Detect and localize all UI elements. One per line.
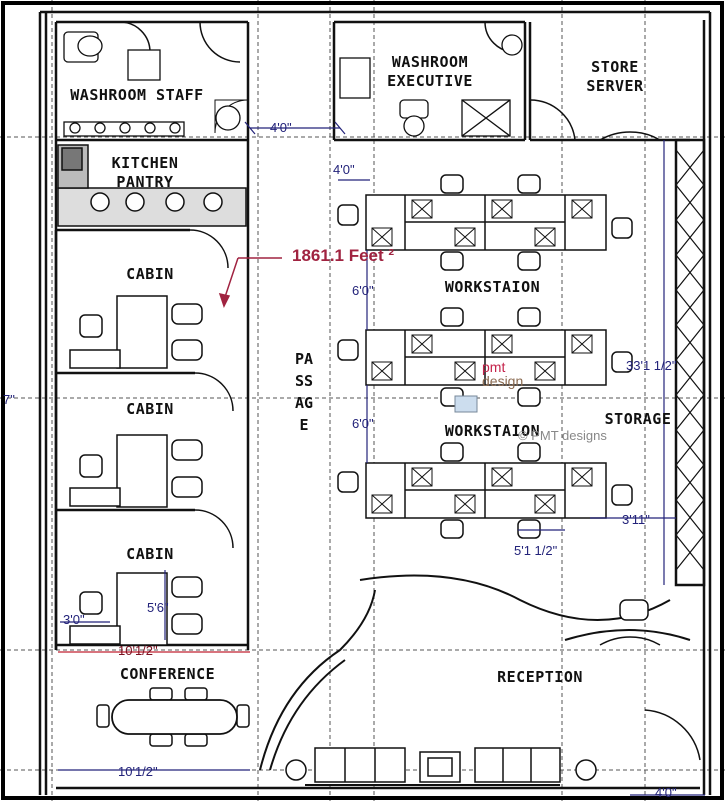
room-label-storage: STORAGE bbox=[604, 410, 672, 428]
dimension-lines bbox=[58, 121, 705, 796]
room-label-conference: CONFERENCE bbox=[119, 665, 216, 683]
kitchen-counter bbox=[57, 144, 247, 227]
copyright-notice: © PMT designs bbox=[518, 428, 607, 443]
dim-5-6: 5'6" bbox=[147, 600, 169, 615]
room-label-cabin-3: CABIN bbox=[126, 545, 174, 563]
cabin-desks bbox=[69, 295, 168, 646]
dim-6-0-a: 6'0" bbox=[352, 283, 374, 298]
storage-rack bbox=[675, 149, 705, 571]
dim-10-1-b: 10'1/2" bbox=[118, 764, 158, 779]
pmt-logo: pmt design bbox=[482, 360, 523, 388]
dim-10-1-a: 10'1/2" bbox=[118, 643, 158, 658]
workstation-desks bbox=[365, 194, 607, 519]
dim-4-0-mid: 4'0" bbox=[333, 162, 355, 177]
dim-6-0-b: 6'0" bbox=[352, 416, 374, 431]
room-label-washroom-staff: WASHROOM STAFF bbox=[70, 86, 204, 104]
area-label: 1861.1 Feet ² bbox=[292, 246, 395, 265]
dim-left-edge: 7" bbox=[3, 392, 15, 407]
reception-furniture bbox=[285, 747, 597, 783]
conference-table bbox=[111, 699, 238, 735]
room-label-store-server: STORE SERVER bbox=[586, 58, 644, 95]
room-label-kitchen-pantry: KITCHEN PANTRY bbox=[111, 154, 179, 191]
dim-33-1: 33'1 1/2" bbox=[626, 358, 677, 373]
area-pointer bbox=[218, 257, 282, 308]
room-label-cabin-1: CABIN bbox=[126, 265, 174, 283]
washroom-fixtures bbox=[63, 31, 523, 137]
room-label-washroom-executive: WASHROOM EXECUTIVE bbox=[387, 53, 473, 90]
dim-4-0-bottom: 4'0" bbox=[655, 785, 677, 800]
room-label-workstation-1: WORKSTAION bbox=[444, 278, 541, 296]
passage-marker bbox=[454, 395, 478, 413]
dim-3-0: 3'0" bbox=[63, 612, 85, 627]
logo-line-2: design bbox=[482, 373, 524, 389]
room-label-cabin-2: CABIN bbox=[126, 400, 174, 418]
room-label-workstation-2: WORKSTAION bbox=[444, 422, 541, 440]
logo-line-1: pmt bbox=[482, 359, 506, 375]
dim-4-0-top: 4'0" bbox=[270, 120, 292, 135]
monitors bbox=[371, 199, 593, 514]
dim-5-1: 5'1 1/2" bbox=[514, 543, 558, 558]
dim-3-11: 3'11" bbox=[622, 512, 650, 527]
door-swings bbox=[119, 21, 701, 761]
walls bbox=[38, 10, 712, 795]
room-label-passage: PASSAGE bbox=[294, 350, 314, 434]
room-label-reception: RECEPTION bbox=[497, 668, 583, 686]
chairs bbox=[79, 174, 649, 747]
